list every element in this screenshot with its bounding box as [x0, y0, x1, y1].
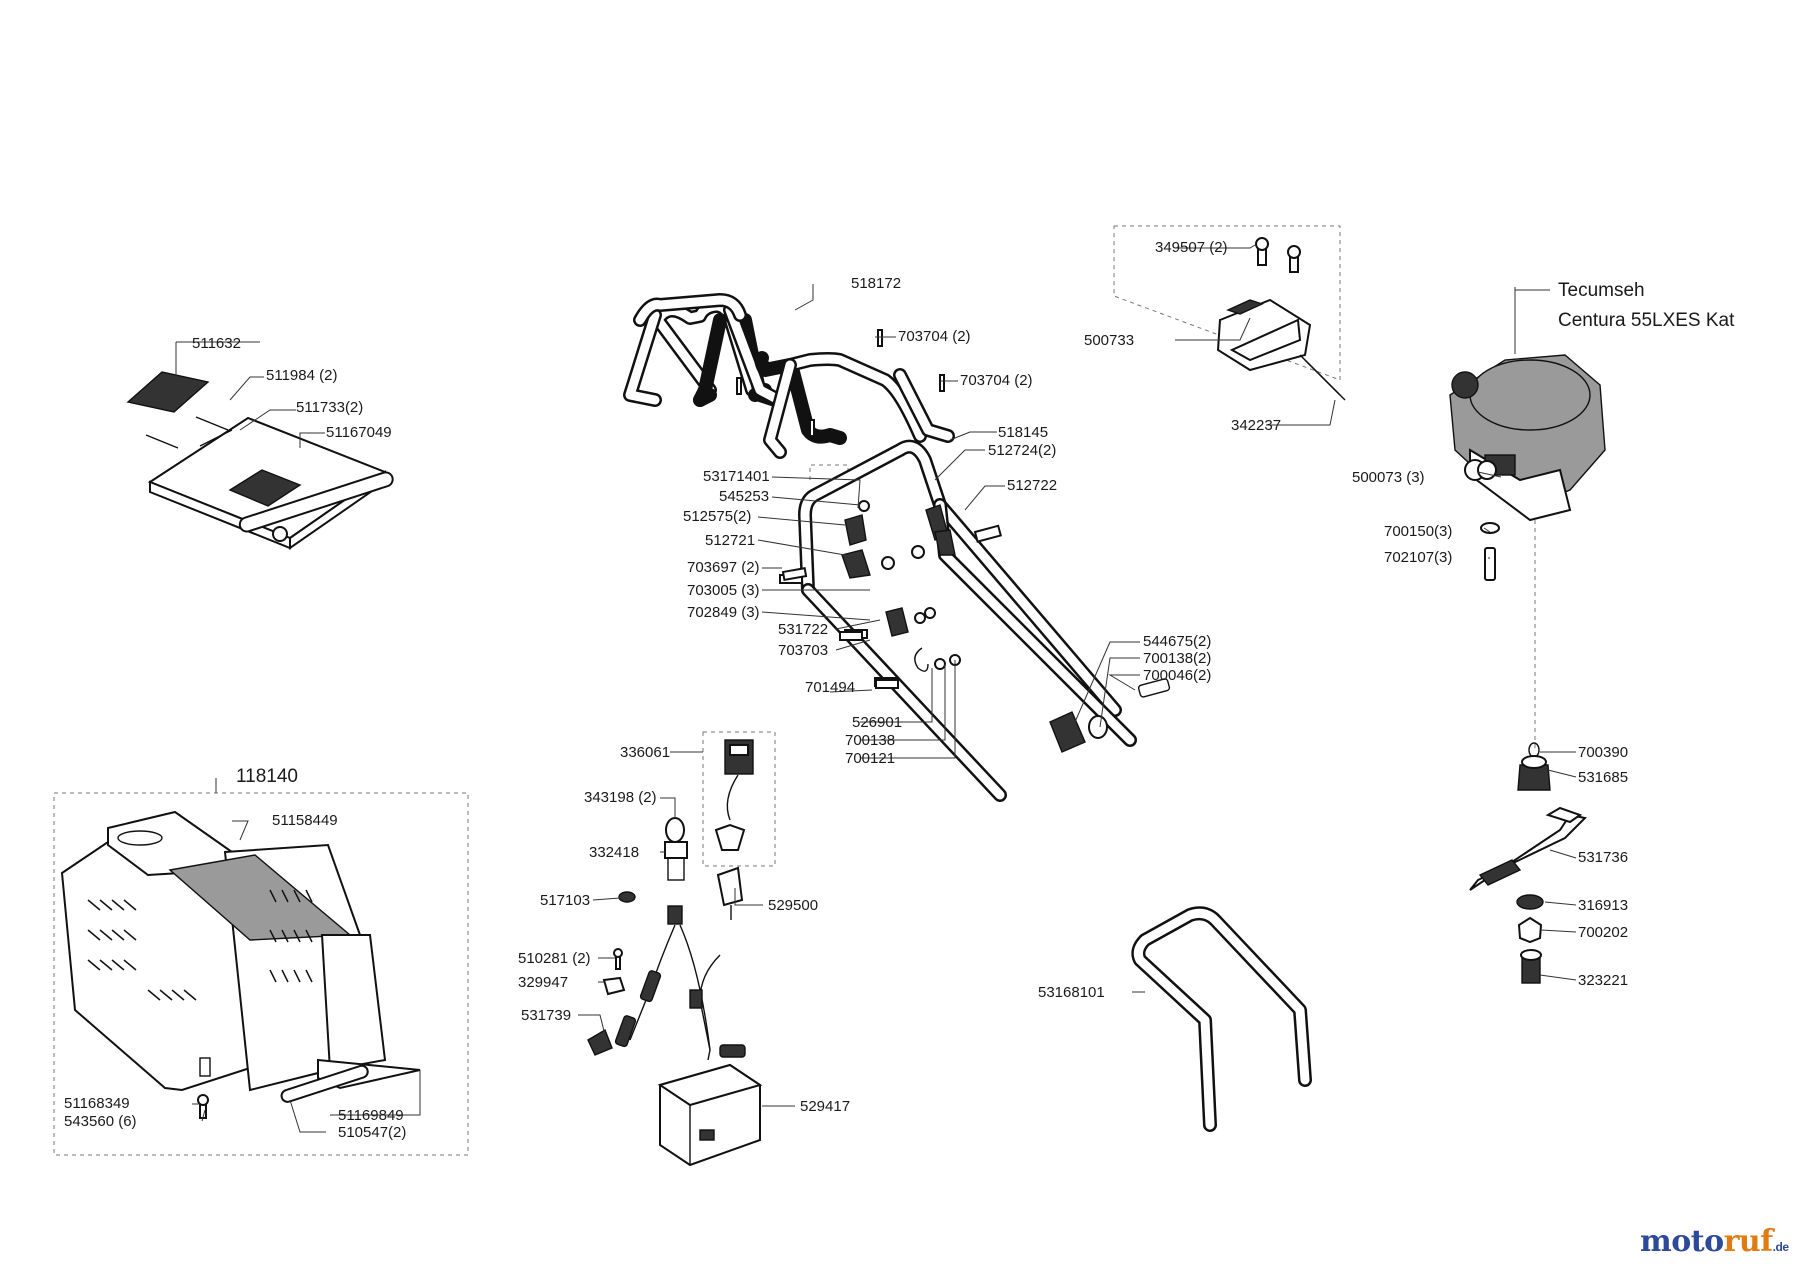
label-700390: 700390 [1578, 744, 1628, 761]
label-544675: 544675(2) [1143, 633, 1211, 650]
label-500073: 500073 (3) [1352, 469, 1425, 486]
grass-catcher-box [60, 810, 421, 1103]
label-512721: 512721 [705, 532, 755, 549]
label-529417: 529417 [800, 1098, 850, 1115]
wiring-harness-531739 [587, 905, 746, 1061]
label-349507: 349507 (2) [1155, 239, 1228, 256]
engine-model-line2: Centura 55LXES Kat [1558, 310, 1735, 331]
engine-cover-500733 [1216, 237, 1346, 401]
label-323221: 323221 [1578, 972, 1628, 989]
cap-517103 [618, 891, 636, 903]
socket-529500 [716, 866, 744, 920]
label-700121: 700121 [845, 750, 895, 767]
label-531722: 531722 [778, 621, 828, 638]
label-51169849: 51169849 [338, 1107, 404, 1124]
handle-group-frame [809, 464, 849, 480]
engine-model-line1: Tecumseh [1558, 280, 1645, 301]
label-543560: 543560 (6) [64, 1113, 137, 1130]
middle-handle-518145 [754, 351, 955, 459]
label-531739: 531739 [521, 1007, 571, 1024]
bail-handle-53168101 [1131, 906, 1312, 1132]
label-329947: 329947 [518, 974, 568, 991]
motoruf-logo: motoruf.de [1640, 1224, 1789, 1259]
label-316913: 316913 [1578, 897, 1628, 914]
label-343198: 343198 (2) [584, 789, 657, 806]
lid-assembly [126, 371, 394, 550]
ignition-key-332418 [664, 817, 688, 881]
label-511733: 511733(2) [296, 399, 363, 416]
logo-part-ruf: ruf [1723, 1224, 1774, 1259]
label-526901: 526901 [852, 714, 902, 731]
label-510547: 510547(2) [338, 1124, 406, 1141]
charger-group-frame [702, 731, 776, 867]
label-518172: 518172 [851, 275, 901, 292]
label-518145: 518145 [998, 424, 1048, 441]
label-511984: 511984 (2) [266, 367, 337, 384]
label-703704-a: 703704 (2) [898, 328, 971, 345]
upper-handle-518172 [623, 293, 782, 407]
battery-529417 [657, 1063, 763, 1167]
logo-part-moto: moto [1640, 1224, 1724, 1259]
label-700138: 700138 [845, 732, 895, 749]
label-703704-b: 703704 (2) [960, 372, 1033, 389]
engine-tecumseh [1449, 354, 1606, 522]
label-517103: 517103 [540, 892, 590, 909]
logo-tld: .de [1772, 1240, 1789, 1254]
label-545253: 545253 [719, 488, 769, 505]
label-531685: 531685 [1578, 769, 1628, 786]
label-500733: 500733 [1084, 332, 1134, 349]
leader-lines [175, 244, 1577, 1133]
label-531736: 531736 [1578, 849, 1628, 866]
label-700202: 700202 [1578, 924, 1628, 941]
label-510281: 510281 (2) [518, 950, 591, 967]
label-511632: 511632 [192, 335, 241, 352]
grassbox-group-frame [53, 792, 469, 1156]
part-labels: 511632 511984 (2) 511733(2) 51167049 518… [64, 239, 1735, 1141]
blade-parts [1469, 460, 1588, 984]
label-703697: 703697 (2) [687, 559, 760, 576]
label-529500: 529500 [768, 897, 818, 914]
label-51158449: 51158449 [272, 812, 338, 829]
label-703703: 703703 [778, 642, 828, 659]
label-332418: 332418 [589, 844, 639, 861]
engine-leader [1514, 289, 1550, 354]
label-700046: 700046(2) [1143, 667, 1211, 684]
label-702107: 702107(3) [1384, 549, 1452, 566]
label-702849: 702849 (3) [687, 604, 760, 621]
label-512722: 512722 [1007, 477, 1057, 494]
label-336061: 336061 [620, 744, 670, 761]
label-51168349: 51168349 [64, 1095, 130, 1112]
label-703005: 703005 (3) [687, 582, 760, 599]
clip-329947 [602, 976, 626, 996]
label-342237: 342237 [1231, 417, 1281, 434]
label-51167049: 51167049 [326, 424, 392, 441]
engine-cover-group-frame [1113, 225, 1341, 381]
bolts [197, 567, 899, 1119]
label-701494: 701494 [805, 679, 855, 696]
label-700138-2: 700138(2) [1143, 650, 1211, 667]
label-53171401: 53171401 [703, 468, 770, 485]
label-700150: 700150(3) [1384, 523, 1452, 540]
label-53168101: 53168101 [1038, 984, 1105, 1001]
screw-510281 [613, 948, 623, 970]
label-512575: 512575(2) [683, 508, 751, 525]
label-512724: 512724(2) [988, 442, 1056, 459]
charger-336061 [714, 739, 754, 851]
group-label-118140: 118140 [236, 766, 298, 787]
